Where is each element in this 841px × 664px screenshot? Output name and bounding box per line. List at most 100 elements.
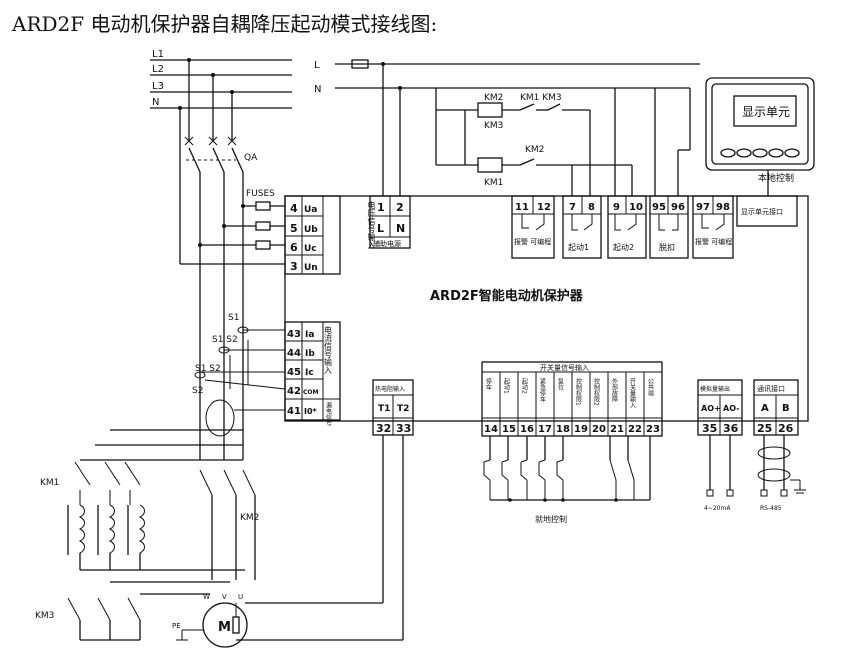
caption-voltage-input: 电压信号输入 bbox=[328, 200, 376, 249]
switch-input-block: 开关量信号输入 停车14起动115起动216紧急停车17复位18控制权限119控… bbox=[481, 361, 663, 437]
term-3: 3 bbox=[290, 260, 298, 273]
voltage-taps: FUSES bbox=[178, 106, 285, 265]
control-fuse-icon bbox=[351, 59, 369, 69]
switch-input-num: 16 bbox=[520, 424, 534, 435]
caption-display-port: 显示单元接口 bbox=[741, 207, 783, 216]
term-un: Un bbox=[304, 263, 318, 273]
autotransformer-c-icon bbox=[138, 504, 145, 554]
caption-comm: 通讯接口 bbox=[757, 384, 785, 393]
term-4: 4 bbox=[290, 202, 298, 215]
caption-alarm-1: 报警 可编程 bbox=[514, 237, 551, 246]
term-45: 45 bbox=[287, 367, 301, 378]
label-km2-contact: KM2 bbox=[525, 145, 544, 155]
term-5: 5 bbox=[290, 222, 298, 235]
note-4-20ma: 4~20mA bbox=[704, 505, 731, 512]
switch-input-name: 控制权限1 bbox=[575, 377, 582, 406]
caption-analog-out: 模拟量输出 bbox=[700, 385, 730, 393]
switch-input-num: 21 bbox=[610, 424, 624, 435]
term-9: 9 bbox=[613, 202, 620, 213]
caption-start-1: 起动1 bbox=[568, 242, 589, 252]
switch-input-num: 15 bbox=[502, 424, 516, 435]
display-buttons bbox=[720, 148, 800, 158]
km1-coil-icon bbox=[477, 157, 503, 173]
label-qa: QA bbox=[244, 153, 258, 163]
term-43: 43 bbox=[287, 329, 301, 340]
switch-input-num: 17 bbox=[538, 424, 552, 435]
term-26: 26 bbox=[778, 422, 794, 435]
label-ct1-s1: S1 bbox=[228, 313, 239, 323]
switch-input-name: 复位 bbox=[557, 377, 564, 390]
analog-out-block: 模拟量输出 AO+ AO- 35 36 bbox=[697, 379, 743, 436]
switch-input-name: 起动1 bbox=[503, 377, 510, 394]
caption-trip: 脱扣 bbox=[659, 242, 675, 252]
switch-input-num: 18 bbox=[556, 424, 570, 435]
switch-input-name: 停车 bbox=[485, 377, 492, 391]
term-97: 97 bbox=[696, 202, 710, 213]
term-12: 12 bbox=[537, 202, 551, 213]
caption-start-2: 起动2 bbox=[613, 242, 634, 252]
motor-icon bbox=[202, 602, 248, 648]
term-t2: T2 bbox=[397, 404, 409, 414]
caption-aux-power: 辅助电源 bbox=[373, 239, 401, 248]
term-i0: I0* bbox=[304, 407, 318, 416]
term-2-sub: N bbox=[396, 222, 405, 235]
term-10: 10 bbox=[629, 202, 643, 213]
term-33: 33 bbox=[396, 422, 411, 435]
term-32: 32 bbox=[376, 422, 391, 435]
term-7: 7 bbox=[569, 202, 576, 213]
analog-comm-wiring: 4~20mA RS-485 bbox=[704, 435, 806, 512]
term-t1: T1 bbox=[378, 404, 390, 414]
display-unit: 显示单元 本地控制 bbox=[705, 77, 815, 184]
switch-input-name: 外部故障 bbox=[611, 377, 618, 403]
label-ct2-s1s2: S1 S2 bbox=[212, 335, 238, 345]
label-local-control: 本地控制 bbox=[758, 172, 794, 184]
switch-input-name: 公共端 bbox=[647, 378, 654, 397]
switch-input-num: 19 bbox=[574, 424, 588, 435]
label-km2-main: KM2 bbox=[240, 513, 259, 523]
switch-input-num: 23 bbox=[646, 424, 660, 435]
power-bus: L1 L2 L3 N bbox=[150, 49, 292, 109]
current-input-block: 43 44 45 42 41 Ia Ib Ic COM I0* 电流信号输入 漏… bbox=[284, 321, 341, 427]
term-com: COM bbox=[303, 389, 319, 396]
label-l3: L3 bbox=[152, 81, 164, 92]
local-switches: 就地控制 bbox=[483, 436, 651, 524]
label-ct3-s1s2: S1 S2 bbox=[195, 364, 221, 374]
autotransformer-b-icon bbox=[108, 504, 115, 554]
switch-input-num: 22 bbox=[628, 424, 642, 435]
term-ua: Ua bbox=[304, 205, 317, 215]
leakage-ct-icon bbox=[205, 399, 235, 437]
diagram-title: ARD2F 电动机保护器自耦降压起动模式接线图: bbox=[12, 12, 438, 36]
term-1-sub: L bbox=[377, 222, 384, 235]
label-remote-control: 就地控制 bbox=[535, 514, 567, 524]
term-35: 35 bbox=[702, 422, 717, 435]
caption-switch-input: 开关量信号输入 bbox=[540, 363, 589, 372]
switch-input-name: 开关量输入 bbox=[629, 378, 636, 408]
term-44: 44 bbox=[287, 348, 301, 359]
label-km3-coil: KM3 bbox=[484, 121, 503, 131]
label-v: V bbox=[222, 593, 227, 601]
caption-leakage: 漏电信号 bbox=[325, 401, 332, 427]
term-ao-plus: AO+ bbox=[701, 404, 721, 413]
term-a: A bbox=[761, 403, 769, 414]
term-ib: Ib bbox=[305, 349, 315, 359]
label-n: N bbox=[152, 97, 159, 108]
switch-input-cells: 停车14起动115起动216紧急停车17复位18控制权限119控制权限220外部… bbox=[484, 372, 660, 436]
label-km3-main: KM3 bbox=[35, 611, 54, 621]
label-pe: PE bbox=[172, 622, 181, 630]
term-1: 1 bbox=[377, 201, 385, 214]
caption-alarm-2: 报警 可编程 bbox=[695, 237, 732, 246]
term-ao-minus: AO- bbox=[723, 404, 739, 413]
term-ub: Ub bbox=[304, 225, 318, 235]
fuse-a-icon bbox=[255, 201, 271, 211]
contactor-control: KM2 KM3 KM1 KM3 KM1 KM2 bbox=[435, 88, 633, 196]
label-km2-coil: KM2 bbox=[484, 93, 503, 103]
term-ic: Ic bbox=[305, 368, 314, 378]
fuse-b-icon bbox=[255, 221, 271, 231]
term-8: 8 bbox=[588, 202, 595, 213]
label-ctrl-n: N bbox=[314, 84, 321, 95]
caption-thermistor: 热电阻输入 bbox=[375, 385, 405, 393]
caption-current-input: 电流信号输入 bbox=[324, 325, 333, 374]
label-km1-km3: KM1 KM3 bbox=[520, 93, 562, 103]
label-l1: L1 bbox=[152, 49, 164, 60]
